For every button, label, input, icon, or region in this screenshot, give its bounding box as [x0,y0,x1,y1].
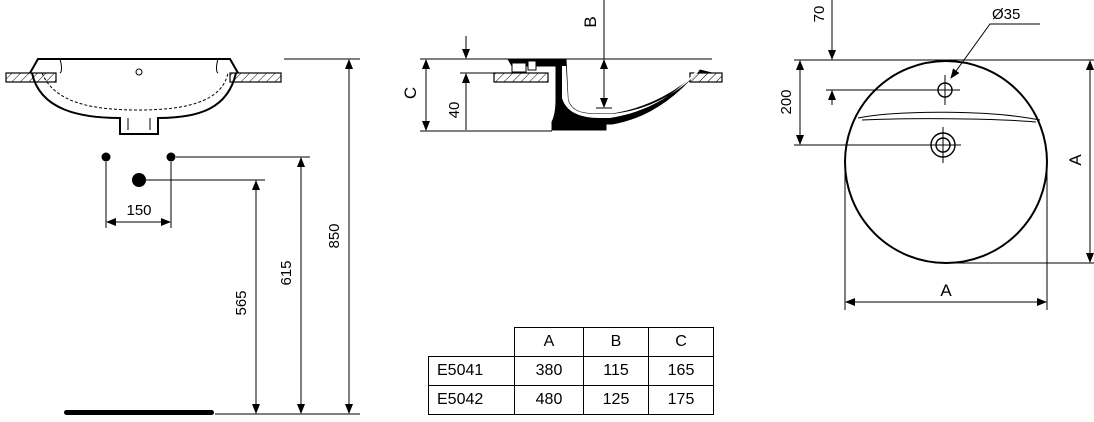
dim-70: 70 [811,6,828,23]
front-countertop-left [5,72,57,83]
floor-line [64,410,214,415]
front-countertop-right [229,72,282,83]
dim-40: 40 [446,102,463,119]
water-inlet-right [166,152,176,162]
label-c: C [401,87,420,99]
dim-565: 565 [233,290,250,315]
top-view: 70 200 Ø35 A A [778,0,1094,310]
label-b: B [581,16,600,27]
dim-615: 615 [278,260,295,285]
table-header-row: A B C [428,327,714,357]
row-model: E5042 [428,385,515,415]
dimension-table: A B C E5041 380 115 165 E5042 480 125 17… [428,327,714,415]
label-a-bottom: A [940,281,952,300]
front-basin-outline [29,58,239,135]
side-section-view: C 40 B [401,0,723,132]
header-b: B [583,327,649,357]
row-model: E5041 [428,356,515,386]
row-c: 175 [648,385,714,415]
dim-150: 150 [126,202,151,219]
drain-outlet [132,173,146,187]
row-a: 480 [514,385,584,415]
dim-850: 850 [326,223,343,248]
table-row: E5042 480 125 175 [428,385,714,415]
row-b: 125 [583,385,649,415]
header-a: A [514,327,584,357]
side-countertop-left [493,72,549,83]
side-basin-section [507,58,713,131]
water-inlet-left [101,152,111,162]
row-a: 380 [514,356,584,386]
top-basin-outline [844,60,1048,264]
dim-200: 200 [778,89,795,114]
header-c: C [648,327,714,357]
row-b: 115 [583,356,649,386]
label-a-right: A [1066,154,1085,166]
front-view: 150 565 615 850 [5,58,360,415]
row-c: 165 [648,356,714,386]
dim-hole-diameter: Ø35 [992,6,1020,23]
table-row: E5041 380 115 165 [428,356,714,386]
